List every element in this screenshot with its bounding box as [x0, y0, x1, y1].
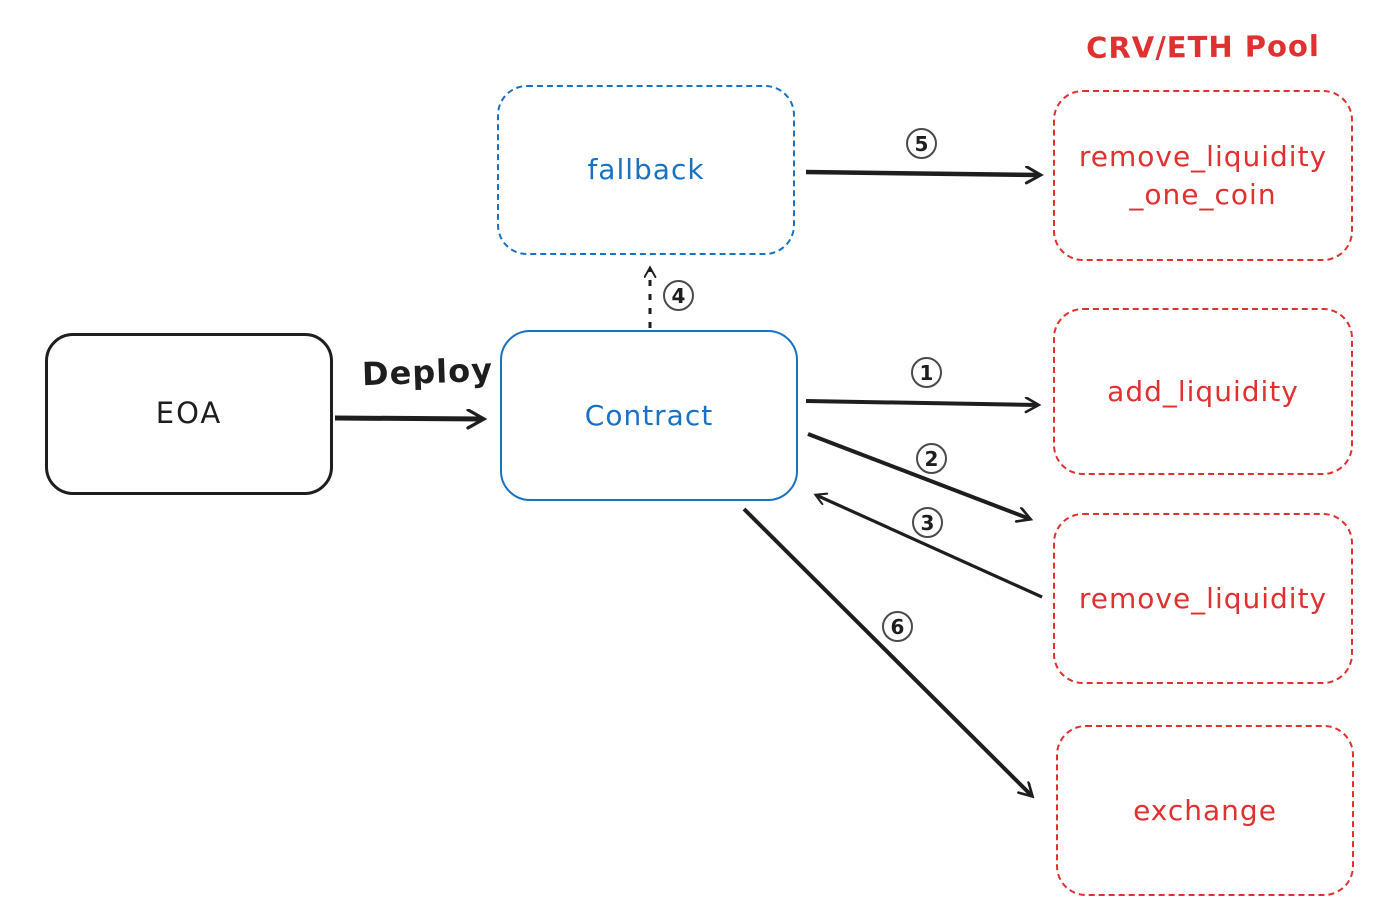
- node-fallback: fallback: [497, 85, 795, 255]
- deploy-arrow-label: Deploy: [361, 350, 494, 394]
- step-badge-1: 1: [911, 357, 942, 388]
- node-add-liquidity: add_liquidity: [1053, 308, 1353, 475]
- arrow-step3: [816, 495, 1043, 599]
- node-remove-liquidity: remove_liquidity: [1053, 513, 1353, 684]
- deploy-arrow: [334, 418, 483, 419]
- node-remove-liquidity-label: remove_liquidity: [1078, 581, 1328, 615]
- node-eoa-label: EOA: [155, 396, 223, 431]
- node-contract-label: Contract: [584, 398, 714, 432]
- step-badge-3: 3: [912, 507, 943, 538]
- node-eoa: EOA: [45, 333, 333, 495]
- node-remove-liquidity-one-coin: remove_liquidity _one_coin: [1053, 90, 1353, 261]
- step-badge-5: 5: [906, 128, 937, 159]
- arrow-step6: [742, 507, 1032, 796]
- node-remove-liquidity-one-coin-label: remove_liquidity _one_coin: [1078, 139, 1328, 211]
- node-exchange-label: exchange: [1133, 793, 1277, 827]
- node-contract: Contract: [500, 330, 798, 501]
- arrow-step5: [805, 172, 1040, 175]
- pool-title: CRV/ETH Pool: [1086, 28, 1320, 66]
- node-add-liquidity-label: add_liquidity: [1107, 374, 1299, 408]
- arrow-step2: [807, 432, 1030, 519]
- step-badge-6: 6: [882, 611, 913, 642]
- node-exchange: exchange: [1056, 725, 1354, 896]
- step-badge-2: 2: [916, 443, 947, 474]
- step-badge-4: 4: [663, 280, 694, 311]
- node-fallback-label: fallback: [587, 153, 705, 187]
- arrow-step1: [805, 401, 1038, 405]
